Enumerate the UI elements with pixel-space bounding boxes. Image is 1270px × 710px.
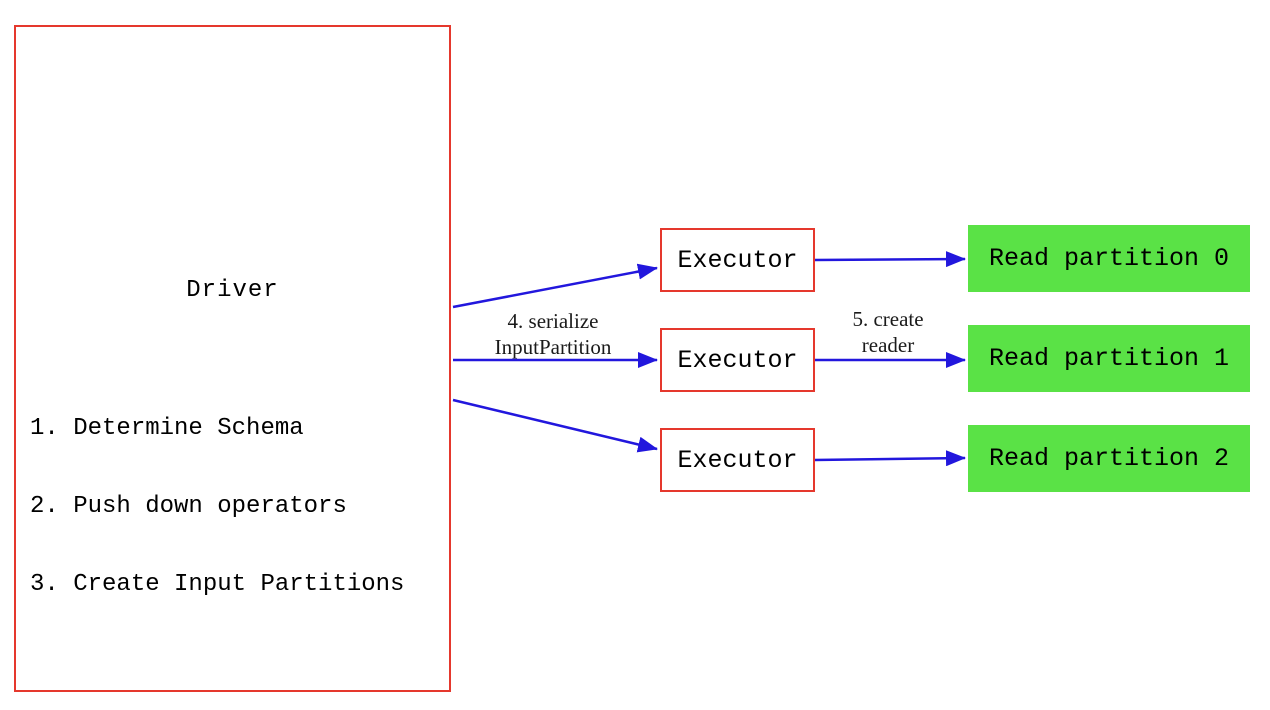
edge-label-line: reader xyxy=(861,333,915,357)
driver-step: 1. Determine Schema xyxy=(30,415,304,442)
executor-node-0: Executor xyxy=(660,228,815,292)
executor-node-2: Executor xyxy=(660,428,815,492)
arrow-driver-to-executor-2 xyxy=(452,398,658,453)
executor-label: Executor xyxy=(677,345,798,375)
read-partition-label: Read partition 0 xyxy=(988,244,1230,273)
read-partition-label: Read partition 1 xyxy=(988,344,1230,373)
arrow-executor-2-to-partition-2 xyxy=(813,450,966,467)
edge-label-create-reader: 5. create reader xyxy=(778,306,998,358)
driver-step-list: 1. Determine Schema 2. Push down operato… xyxy=(30,364,404,650)
executor-label: Executor xyxy=(677,445,798,475)
executor-label: Executor xyxy=(677,245,798,275)
read-partition-node-2: Read partition 2 xyxy=(968,425,1250,492)
read-partition-node-1: Read partition 1 xyxy=(968,325,1250,392)
driver-step: 2. Push down operators xyxy=(30,493,347,520)
edge-label-line: InputPartition xyxy=(494,335,612,359)
executor-node-1: Executor xyxy=(660,328,815,392)
driver-node: Driver 1. Determine Schema 2. Push down … xyxy=(14,25,451,692)
arrow-driver-to-executor-0 xyxy=(452,263,658,309)
driver-title: Driver xyxy=(186,277,279,304)
edge-label-line: 5. create xyxy=(852,307,924,331)
edge-label-serialize-inputpartition: 4. serialize InputPartition xyxy=(443,308,663,360)
edge-label-line: 4. serialize xyxy=(507,309,599,333)
driver-step: 3. Create Input Partitions xyxy=(30,571,405,598)
read-partition-node-0: Read partition 0 xyxy=(968,225,1250,292)
read-partition-label: Read partition 2 xyxy=(988,444,1230,473)
arrow-executor-0-to-partition-0 xyxy=(813,251,966,268)
